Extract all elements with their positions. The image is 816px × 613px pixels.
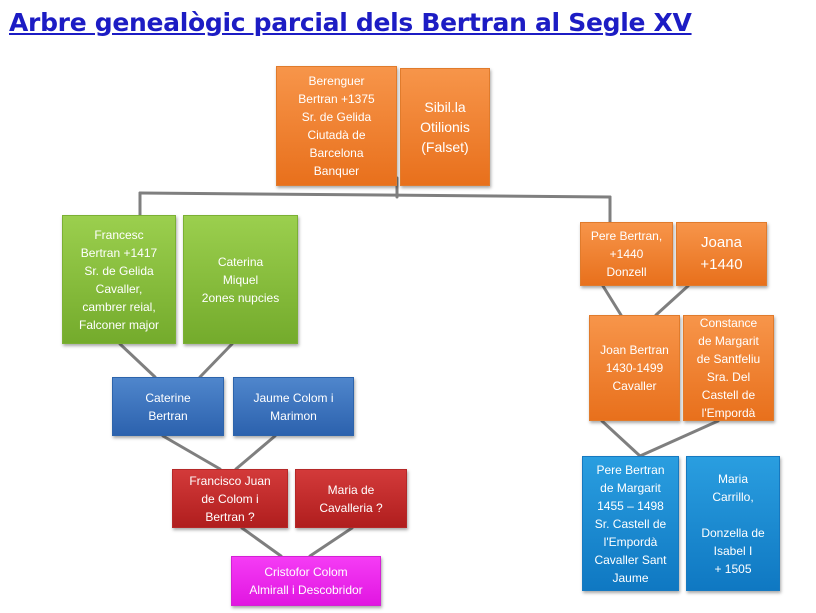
- person-maria-carrillo: Maria Carrillo, Donzella de Isabel I + 1…: [686, 456, 780, 591]
- person-label: Pere Bertran de Margarit 1455 – 1498 Sr.…: [594, 462, 667, 585]
- connector-constance-pere-margarit: [638, 419, 720, 458]
- connector-caterina-caterine: [198, 342, 234, 379]
- person-constance-de-margarit: Constance de Margarit de Santfeliu Sra. …: [683, 315, 774, 421]
- connector-caterine-francisco: [161, 434, 222, 471]
- person-label: Joana +1440: [700, 234, 743, 273]
- person-caterine-bertran: Caterine Bertran: [112, 377, 224, 436]
- person-label: Maria Carrillo, Donzella de Isabel I + 1…: [701, 471, 765, 576]
- person-sibilla-otilionis: Sibil.la Otilionis (Falset): [400, 68, 490, 186]
- connector-pere-joan: [601, 284, 623, 317]
- person-label: Francesc Bertran +1417 Sr. de Gelida Cav…: [78, 227, 160, 332]
- person-joana: Joana +1440: [676, 222, 767, 286]
- connector-main-bar: [138, 191, 612, 199]
- person-label: Caterina Miquel 2ones nupcies: [201, 254, 280, 305]
- person-label: Constance de Margarit de Santfeliu Sra. …: [696, 316, 761, 420]
- connector-joana-joan: [654, 284, 690, 317]
- person-label: Joan Bertran 1430-1499 Cavaller: [600, 343, 669, 393]
- person-cristofor-colom: Cristofor Colom Almirall i Descobridor: [231, 556, 381, 606]
- person-label: Maria de Cavalleria ?: [319, 482, 383, 515]
- person-label: Sibil.la Otilionis (Falset): [420, 99, 470, 155]
- person-joan-bertran: Joan Bertran 1430-1499 Cavaller: [589, 315, 680, 421]
- connector-francesc-caterine: [118, 342, 157, 379]
- connector-jaume-francisco: [234, 434, 277, 471]
- person-francesc-bertran: Francesc Bertran +1417 Sr. de Gelida Cav…: [62, 215, 176, 344]
- person-label: Caterine Bertran: [145, 390, 191, 423]
- person-berenguer-bertran: Berenguer Bertran +1375 Sr. de Gelida Ci…: [276, 66, 397, 186]
- person-pere-bertran-de-margarit: Pere Bertran de Margarit 1455 – 1498 Sr.…: [582, 456, 679, 591]
- page-title: Arbre genealògic parcial dels Bertran al…: [9, 8, 692, 37]
- connector-francisco-cristofor: [240, 526, 283, 558]
- person-caterina-miquel: Caterina Miquel 2ones nupcies: [183, 215, 298, 344]
- person-maria-de-cavalleria: Maria de Cavalleria ?: [295, 469, 407, 528]
- connector-maria-cristofor: [308, 526, 354, 558]
- person-label: Jaume Colom i Marimon: [253, 390, 334, 423]
- person-label: Cristofor Colom Almirall i Descobridor: [249, 565, 363, 597]
- person-francisco-juan-colom: Francisco Juan de Colom i Bertran ?: [172, 469, 288, 528]
- connector-joan-pere-margarit: [600, 419, 642, 458]
- person-label: Berenguer Bertran +1375 Sr. de Gelida Ci…: [298, 74, 375, 178]
- person-label: Francisco Juan de Colom i Bertran ?: [189, 473, 271, 524]
- person-jaume-colom: Jaume Colom i Marimon: [233, 377, 354, 436]
- person-pere-bertran: Pere Bertran, +1440 Donzell: [580, 222, 673, 286]
- person-label: Pere Bertran, +1440 Donzell: [590, 229, 663, 279]
